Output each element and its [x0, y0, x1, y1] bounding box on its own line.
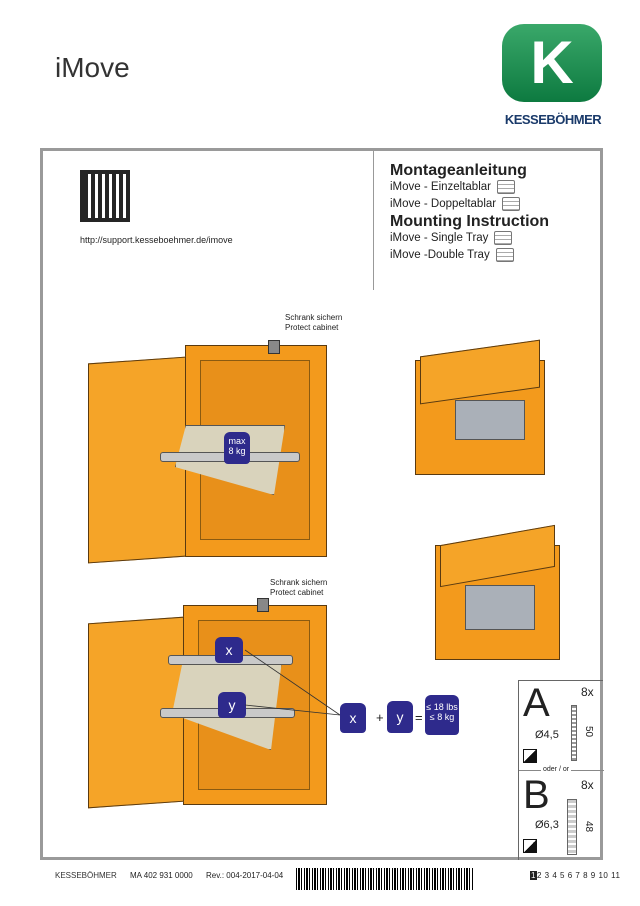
screw-b-length: 48: [583, 820, 595, 833]
label-de: Schrank sichern: [270, 578, 328, 587]
footer-company: KESSEBÖHMER: [55, 871, 117, 880]
screw-b-diameter: Ø6,3: [535, 819, 559, 831]
or-label: oder / or: [541, 766, 572, 773]
screw-b-letter: B: [523, 773, 550, 817]
kessebohmer-logo: K: [502, 24, 602, 102]
limit-kg: ≤ 8 kg: [429, 712, 455, 722]
item-double-en: iMove -Double Tray: [390, 249, 490, 261]
item-double-de: iMove - Doppeltablar: [390, 198, 497, 210]
page-7[interactable]: 7: [575, 871, 581, 880]
page-2[interactable]: 2: [536, 871, 542, 880]
page-11[interactable]: 11: [611, 871, 621, 880]
screw-a-letter: A: [523, 681, 550, 725]
label-de: Schrank sichern: [285, 313, 343, 322]
label-en: Protect cabinet: [285, 323, 339, 332]
limit-lbs: ≤ 18 lbs: [426, 702, 458, 712]
single-tray-icon: [496, 179, 515, 194]
protect-bracket: [257, 598, 269, 612]
weight-x-icon: x: [215, 637, 243, 663]
footer-doc-number: MA 402 931 0000: [130, 871, 193, 880]
chipboard-icon: [523, 839, 537, 853]
double-tray-icon: [495, 247, 514, 262]
page-3[interactable]: 3: [544, 871, 550, 880]
footer-revision: Rev.: 004-2017-04-04: [206, 871, 284, 880]
label-en: Protect cabinet: [270, 588, 324, 597]
page-current[interactable]: 1: [530, 871, 537, 880]
plus-sign: +: [376, 710, 384, 725]
callout-lines: [244, 649, 341, 716]
double-tray-icon: [502, 196, 521, 211]
protect-bracket: [268, 340, 280, 354]
page-6[interactable]: 6: [567, 871, 573, 880]
page-10[interactable]: 10: [598, 871, 609, 880]
chipboard-icon: [523, 749, 537, 763]
weight-y-icon: y: [218, 692, 246, 718]
weight-x-icon: x: [340, 703, 366, 733]
equals-sign: =: [415, 710, 423, 725]
page-title: iMove: [55, 52, 130, 83]
page-5[interactable]: 5: [560, 871, 565, 880]
screw-b-icon: [567, 799, 577, 855]
support-url[interactable]: http://support.kesseboehmer.de/imove: [80, 235, 233, 245]
barcode: [296, 868, 474, 890]
screw-b-qty: 8x: [581, 778, 594, 792]
heading-en: Mounting Instruction: [390, 213, 550, 230]
max-value: 8 kg: [228, 446, 246, 456]
weight-y-icon: y: [387, 701, 413, 733]
heading-de: Montageanleitung: [390, 162, 527, 179]
screw-a-length: 50: [583, 725, 595, 738]
max-label: max: [228, 436, 246, 446]
instruction-frame: [40, 148, 603, 860]
logo-letter: K: [530, 29, 574, 96]
fastener-box: A 8x Ø4,5 50 oder / or B 8x Ø6,3 48: [518, 680, 604, 860]
divider: [373, 150, 374, 290]
qr-code[interactable]: [80, 170, 130, 222]
page-numbers: 12 3 4 5 6 7 8 9 10 11: [530, 871, 620, 880]
item-single-de: iMove - Einzeltablar: [390, 181, 491, 193]
screw-a-icon: [571, 705, 577, 761]
lift-mechanism: [455, 400, 525, 440]
lift-mechanism: [465, 585, 535, 630]
titles-block: Montageanleitung iMove - Einzeltablar iM…: [390, 162, 549, 264]
item-single-en: iMove - Single Tray: [390, 232, 489, 244]
single-tray-icon: [494, 230, 513, 245]
page-9[interactable]: 9: [590, 871, 596, 880]
screw-a-diameter: Ø4,5: [535, 729, 559, 741]
weight-limit-icon: ≤ 18 lbs≤ 8 kg: [425, 695, 459, 735]
page-4[interactable]: 4: [552, 871, 558, 880]
screw-a-qty: 8x: [581, 685, 594, 699]
brand-name: KESSEBÖHMER: [504, 112, 602, 127]
page-8[interactable]: 8: [583, 871, 589, 880]
